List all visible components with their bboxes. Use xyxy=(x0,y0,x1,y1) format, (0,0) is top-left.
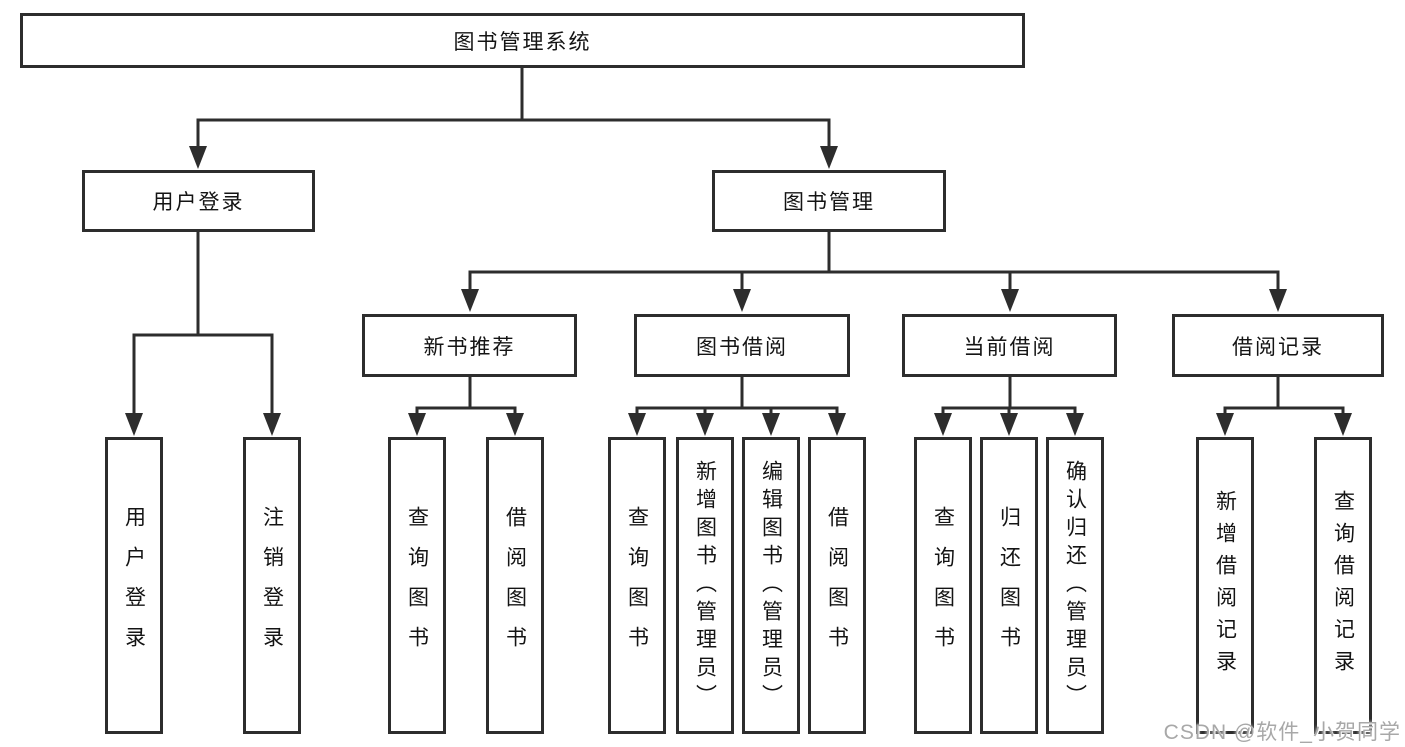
leaf-label: 查询图书 xyxy=(625,505,649,666)
node-label: 图书管理系统 xyxy=(453,30,592,54)
leaf-confirm-return-admin: 确认归还（管理员） xyxy=(1046,437,1104,734)
leaf-label: 编辑图书（管理员） xyxy=(759,459,783,712)
leaf-query-books-current: 查询图书 xyxy=(914,437,972,734)
leaf-label: 借阅图书 xyxy=(825,505,849,666)
csdn-watermark: CSDN @软件_小贺同学 xyxy=(1163,721,1401,744)
node-label: 图书管理 xyxy=(783,191,875,214)
leaf-logout: 注销登录 xyxy=(243,437,301,734)
node-label: 当前借阅 xyxy=(963,335,1056,359)
leaf-query-books-recommend: 查询图书 xyxy=(388,437,446,734)
leaf-query-borrow-record: 查询借阅记录 xyxy=(1314,437,1372,734)
leaf-label: 确认归还（管理员） xyxy=(1063,459,1087,712)
leaf-label: 查询借阅记录 xyxy=(1331,489,1355,682)
node-label: 图书借阅 xyxy=(696,335,788,359)
leaf-label: 新增图书（管理员） xyxy=(693,459,717,712)
leaf-label: 借阅图书 xyxy=(503,505,527,666)
node-book-borrowing: 图书借阅 xyxy=(634,314,850,377)
node-current-borrowing: 当前借阅 xyxy=(902,314,1117,377)
node-label: 新书推荐 xyxy=(423,335,516,359)
leaf-user-login: 用户登录 xyxy=(105,437,163,734)
node-new-book-recommend: 新书推荐 xyxy=(362,314,577,377)
leaf-borrow-books-borrowing: 借阅图书 xyxy=(808,437,866,734)
leaf-return-book: 归还图书 xyxy=(980,437,1038,734)
leaf-query-books-borrowing: 查询图书 xyxy=(608,437,666,734)
leaf-add-book-admin: 新增图书（管理员） xyxy=(676,437,734,734)
node-borrow-records: 借阅记录 xyxy=(1172,314,1384,377)
leaf-label: 归还图书 xyxy=(997,505,1021,666)
leaf-borrow-books-recommend: 借阅图书 xyxy=(486,437,544,734)
node-library-management-system: 图书管理系统 xyxy=(20,13,1025,68)
leaf-add-borrow-record: 新增借阅记录 xyxy=(1196,437,1254,734)
leaf-label: 注销登录 xyxy=(260,505,284,666)
leaf-label: 用户登录 xyxy=(122,505,146,666)
leaf-label: 查询图书 xyxy=(931,505,955,666)
node-label: 用户登录 xyxy=(152,191,245,214)
node-book-management: 图书管理 xyxy=(712,170,946,232)
node-label: 借阅记录 xyxy=(1232,335,1324,359)
leaf-edit-book-admin: 编辑图书（管理员） xyxy=(742,437,800,734)
leaf-label: 新增借阅记录 xyxy=(1213,489,1237,682)
node-user-login: 用户登录 xyxy=(82,170,315,232)
leaf-label: 查询图书 xyxy=(405,505,429,666)
